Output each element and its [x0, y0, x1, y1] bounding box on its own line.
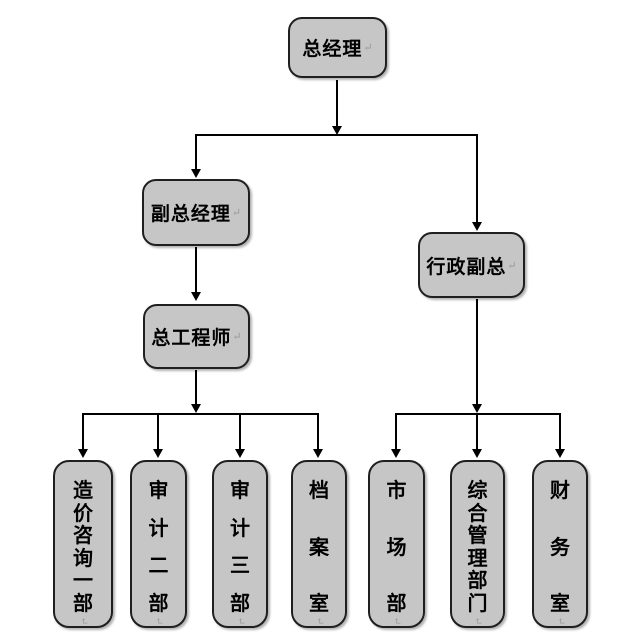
node-archives[interactable]: 档案室 ↵: [291, 460, 347, 628]
node-general-management[interactable]: 综合管理部门 ↵: [450, 460, 505, 628]
arrowhead-gm-down: [332, 126, 342, 135]
node-label: 造价咨询一部: [73, 480, 93, 615]
paragraph-mark-icon: ↵: [507, 259, 517, 272]
paragraph-mark-icon: ↵: [472, 616, 484, 626]
node-label: 审计三部: [230, 480, 250, 615]
node-marketing[interactable]: 市场部 ↵: [368, 460, 425, 628]
arrowhead-marketing: [391, 449, 401, 458]
node-deputy-gm[interactable]: 副总经理↵: [142, 179, 250, 246]
connector-to-admin-vp: [476, 134, 478, 223]
node-label: 行政副总: [426, 256, 507, 278]
connector-top-bar: [195, 134, 478, 136]
connector-to-audit-2: [157, 413, 159, 450]
paragraph-mark-icon: ↵: [232, 331, 242, 343]
connector-to-audit-3: [239, 413, 241, 450]
connector-right-bar: [395, 413, 561, 415]
node-label: 档案室: [309, 480, 329, 615]
arrowhead-cost-consulting-1: [78, 449, 88, 458]
arrowhead-avp-down: [472, 404, 482, 413]
node-admin-vp[interactable]: 行政副总↵: [418, 232, 525, 298]
node-chief-engineer[interactable]: 总工程师↵: [143, 304, 250, 369]
arrowhead-deputy-gm: [191, 169, 201, 178]
arrowhead-finance: [555, 449, 565, 458]
connector-left-bar: [82, 413, 319, 415]
arrowhead-archives: [313, 449, 323, 458]
node-label: 总经理: [302, 39, 363, 60]
node-finance[interactable]: 财务室 ↵: [532, 460, 588, 628]
connector-to-general-management: [476, 413, 478, 450]
connector-ce-down: [195, 370, 197, 404]
connector-to-finance: [559, 413, 561, 450]
node-audit-2[interactable]: 审计二部 ↵: [130, 460, 187, 628]
connector-to-cost-consulting-1: [82, 413, 84, 450]
paragraph-mark-icon: ↵: [363, 42, 373, 54]
node-cost-consulting-1[interactable]: 造价咨询一部 ↵: [53, 460, 113, 628]
node-label: 市场部: [386, 480, 407, 615]
connector-to-chief-engineer: [195, 247, 197, 292]
paragraph-mark-icon: ↵: [234, 616, 246, 626]
node-audit-3[interactable]: 审计三部 ↵: [212, 460, 268, 628]
paragraph-mark-icon: ↵: [391, 616, 403, 626]
paragraph-mark-icon: ↵: [153, 616, 165, 626]
node-label: 副总经理: [150, 204, 231, 225]
paragraph-mark-icon: ↵: [554, 616, 566, 626]
node-general-manager[interactable]: 总经理↵: [288, 17, 387, 78]
paragraph-mark-icon: ↵: [77, 616, 89, 626]
node-label: 总工程师: [151, 328, 232, 349]
paragraph-mark-icon: ↵: [231, 207, 242, 219]
node-label: 审计二部: [148, 480, 169, 615]
arrowhead-ce-down: [191, 404, 201, 413]
connector-to-archives: [317, 413, 319, 450]
arrowhead-general-management: [472, 449, 482, 458]
arrowhead-chief-engineer: [191, 292, 201, 301]
node-label: 财务室: [550, 480, 570, 615]
node-label: 综合管理部门: [467, 480, 488, 615]
connector-gm-down: [336, 80, 338, 127]
connector-to-marketing: [395, 413, 397, 450]
connector-to-deputy-gm: [195, 134, 197, 170]
paragraph-mark-icon: ↵: [313, 616, 325, 626]
arrowhead-admin-vp: [472, 222, 482, 231]
arrowhead-audit-3: [235, 449, 245, 458]
connector-avp-down: [476, 299, 478, 404]
arrowhead-audit-2: [153, 449, 163, 458]
